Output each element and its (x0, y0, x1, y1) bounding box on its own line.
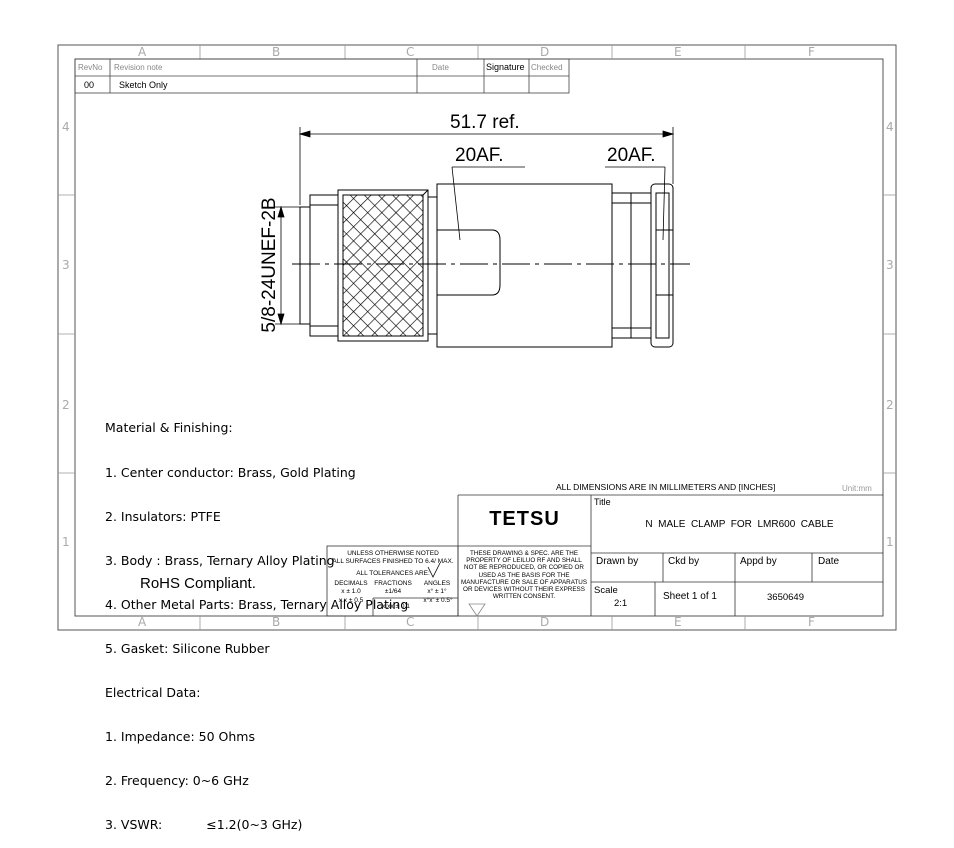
units-note: ALL DIMENSIONS ARE IN MILLIMETERS AND [I… (556, 482, 776, 492)
revision-table-grid (74, 58, 570, 94)
notes-block: Material & Finishing: 1. Center conducto… (105, 392, 408, 848)
zone-col-b-bottom: B (272, 615, 281, 629)
rev-header-date: Date (432, 63, 449, 72)
nut-af-leader (605, 166, 666, 241)
unit-label: Unit:mm (842, 484, 872, 493)
zone-col-d-bottom: D (540, 615, 550, 629)
zone-col-c-bottom: C (406, 615, 415, 629)
zone-col-f: F (808, 45, 815, 59)
tolerance-angle-2: x°x' ± 0.5° (423, 597, 453, 604)
overall-length-label: 51.7 ref. (450, 112, 520, 133)
part-number: 3650649 (767, 592, 804, 603)
drawing-title: N MALE CLAMP FOR LMR600 CABLE (645, 519, 834, 530)
rev-header-signature: Signature (486, 62, 525, 72)
tolerance-fractions: ±1/64 (384, 588, 402, 595)
tolerance-decimal-1: x ± 1.0 (341, 588, 361, 595)
surface-finish-symbol (427, 562, 441, 578)
title-label: Title (594, 497, 611, 507)
projection-symbol (468, 603, 486, 617)
thread-label: 5/8-24UNEF-2B (259, 197, 280, 333)
zone-col-f-bottom: F (808, 615, 815, 629)
zone-col-c: C (406, 45, 415, 59)
body-af-leader (451, 166, 525, 241)
vswr-line: 3. VSWR: ≤1.2(0~3 GHz) (105, 818, 408, 833)
rev-header-revno: RevNo (78, 63, 103, 72)
zone-row-1: 1 (62, 535, 70, 549)
scale-label: Scale (594, 585, 618, 596)
tolerance-block: UNLESS OTHERWISE NOTED ALL SURFACES FINI… (328, 550, 458, 578)
note-line: Electrical Data: (105, 685, 201, 701)
rev-row-note: Sketch Only (119, 80, 168, 90)
title-block-grid (326, 494, 883, 617)
note-line: Material & Finishing: (105, 420, 233, 436)
sheet-number: Sheet 1 of 1 (663, 591, 717, 602)
note-line: 4. Other Metal Parts: Brass, Ternary All… (105, 596, 409, 612)
note-line: 1. Impedance: 50 Ohms (105, 729, 255, 745)
zone-col-b: B (272, 45, 281, 59)
zone-row-1-right: 1 (886, 535, 894, 549)
tolerance-decimals-header: DECIMALS (334, 580, 368, 587)
tolerance-fractions-header: FRACTIONS (374, 580, 412, 587)
outer-frame (57, 44, 897, 631)
tolerance-decimal-3: x.xx ± 0.1 (382, 603, 410, 610)
note-line: 2. Insulators: PTFE (105, 508, 221, 524)
zone-col-a-bottom: A (138, 615, 147, 629)
zone-row-3-right: 3 (886, 258, 894, 272)
drawing-sheet (57, 44, 897, 631)
connector-drawing (299, 183, 674, 348)
legal-notice: THESE DRAWING & SPEC. ARE THE PROPERTY O… (460, 550, 588, 601)
zone-col-e-bottom: E (674, 615, 682, 629)
company-name: TETSU (489, 508, 560, 530)
vswr-value: ≤1.2(0~3 GHz) (206, 817, 303, 833)
overall-length-dimension (298, 127, 675, 205)
zone-row-4-right: 4 (886, 120, 894, 134)
zone-col-e: E (674, 45, 682, 59)
date-label: Date (818, 556, 840, 567)
zone-ticks (58, 45, 896, 630)
note-line: 3. Body : Brass, Ternary Alloy Plating (105, 552, 335, 568)
thread-dimension (275, 205, 300, 326)
rohs-statement: RoHS Compliant. (140, 575, 256, 592)
nut-af-label: 20AF. (607, 145, 656, 166)
knurl-pattern (343, 195, 423, 336)
tolerance-line2: ALL SURFACES FINISHED TO 6.4/ MAX. (332, 557, 454, 565)
zone-col-d: D (540, 45, 550, 59)
zone-row-2: 2 (62, 398, 70, 412)
tolerance-angles-header: ANGLES (423, 580, 451, 587)
scale-value: 2:1 (614, 598, 628, 609)
drawn-by-label: Drawn by (596, 556, 639, 567)
approved-by-label: Appd by (740, 556, 777, 567)
tolerance-line3: ALL TOLERANCES ARE: (356, 570, 430, 577)
body-af-label: 20AF. (455, 145, 504, 166)
rev-header-note: Revision note (114, 63, 163, 72)
tolerance-angle-1: x° ± 1° (427, 588, 447, 595)
note-line: 2. Frequency: 0~6 GHz (105, 773, 249, 789)
zone-row-4: 4 (62, 120, 70, 134)
zone-row-3: 3 (62, 258, 70, 272)
zone-row-2-right: 2 (886, 398, 894, 412)
vswr-label: 3. VSWR: (105, 817, 163, 833)
tolerance-line1: UNLESS OTHERWISE NOTED (347, 550, 439, 557)
note-line: 5. Gasket: Silicone Rubber (105, 640, 270, 656)
zone-col-a: A (138, 45, 147, 59)
tolerance-decimal-2: x.x ± 0.5 (338, 597, 364, 604)
note-line: 1. Center conductor: Brass, Gold Plating (105, 464, 356, 480)
rev-row-number: 00 (84, 80, 95, 90)
rev-header-checked: Checked (531, 63, 563, 72)
checked-by-label: Ckd by (668, 556, 700, 567)
